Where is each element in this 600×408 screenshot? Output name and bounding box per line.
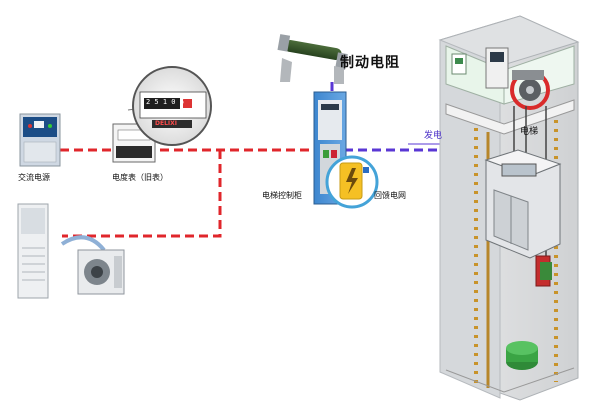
ac-power-cabinet [19,113,61,167]
label-generate: 发电 [424,131,443,141]
brake-resistor [277,34,348,84]
label-brake-resistor: 制动电阻 [340,55,400,71]
energy-feedback-device [325,155,379,209]
label-ac-power: 交流电源 [18,173,50,182]
elevator-shaft [438,15,580,401]
meter-brand-logo: DELIXI [155,120,177,127]
label-inverter: 回馈电网 [374,191,406,200]
meter-magnifier [132,66,212,146]
label-controller: 电梯控制柜 [262,191,302,200]
meter-display-digits: 2 5 1 0 6 [146,98,184,106]
label-meter: 电度表（旧表） [112,173,168,182]
air-conditioner [17,203,125,299]
label-elevator: 电梯 [520,127,539,137]
grid-power-line [60,148,316,238]
